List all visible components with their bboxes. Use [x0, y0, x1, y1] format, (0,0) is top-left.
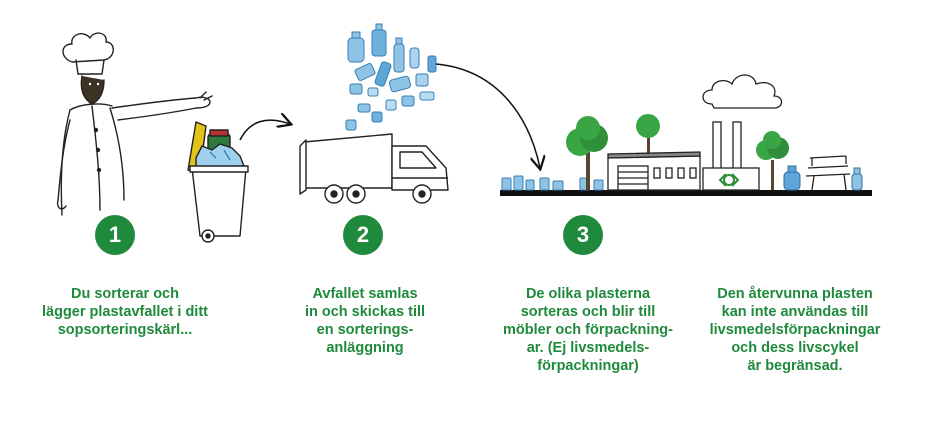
step-2-caption: Avfallet samlas in och skickas till en s… [290, 285, 440, 357]
caption-line: kan inte användas till [721, 304, 869, 320]
tree-icon [566, 116, 608, 190]
cloud-icon [702, 74, 783, 109]
caption-line: möbler och förpackning- [503, 322, 673, 338]
caption-line: livsmedelsförpackningar [709, 322, 881, 338]
step-4-caption: Den återvunna plasten kan inte användas … [700, 285, 890, 375]
step-2-badge: 2 [343, 215, 383, 255]
recycling-factory-icon [500, 74, 872, 196]
caption-line: och dess livscykel [731, 340, 859, 356]
caption-line: är begränsad. [747, 358, 843, 374]
plastic-bottles-cluster [345, 23, 437, 131]
caption-line: sorteras och blir till [520, 304, 656, 320]
caption-line: sopsorteringskärl... [57, 322, 193, 338]
step-3-badge: 3 [563, 215, 603, 255]
recycling-icon [718, 173, 740, 187]
caption-line: Avfallet samlas [312, 286, 418, 302]
caption-line: in och skickas till [304, 304, 426, 320]
arrow-icon [435, 63, 540, 168]
garbage-truck-icon [299, 133, 449, 204]
park-bench-icon [805, 155, 851, 191]
caption-line: Den återvunna plasten [717, 286, 873, 302]
chef-illustration [56, 32, 213, 216]
caption-line: De olika plasterna [525, 286, 651, 302]
caption-line: förpackningar) [537, 358, 639, 374]
caption-line: en sorterings- [316, 322, 414, 338]
caption-line: Du sorterar och [71, 286, 179, 302]
caption-line: lägger plastavfallet i ditt [42, 304, 208, 320]
tree-icon [636, 114, 660, 156]
arrow-icon [239, 120, 290, 141]
waste-bin-icon [187, 121, 249, 243]
step-3-caption: De olika plasterna sorteras och blir til… [493, 285, 683, 375]
caption-line: ar. (Ej livsmedels- [526, 340, 650, 356]
caption-line: anläggning [326, 340, 404, 356]
step-1-caption: Du sorterar och lägger plastavfallet i d… [40, 285, 210, 339]
tree-icon [756, 131, 789, 190]
step-1-badge: 1 [95, 215, 135, 255]
